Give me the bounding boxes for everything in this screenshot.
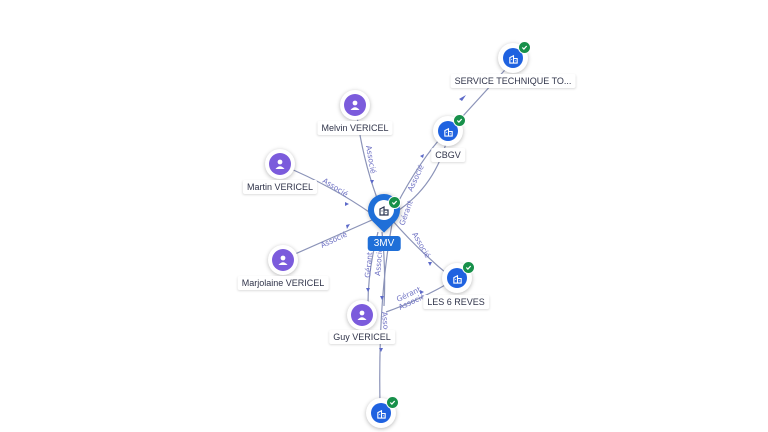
- main-node-label[interactable]: 3MV: [367, 236, 401, 251]
- edge-label-melvin: Associé: [364, 145, 378, 175]
- verified-check-icon: [386, 396, 399, 409]
- arrow-head: [380, 296, 384, 300]
- company-node-cbgv[interactable]: [433, 114, 466, 146]
- node-label-melvin: Melvin VERICEL: [317, 121, 393, 135]
- building-icon: [508, 54, 518, 64]
- arrow-head: [420, 154, 424, 158]
- arrow-head: [428, 262, 432, 266]
- person-node-guy[interactable]: [347, 300, 377, 330]
- building-icon: [452, 274, 462, 284]
- person-icon: [350, 100, 360, 110]
- company-node-reves[interactable]: [442, 261, 475, 293]
- person-node-marjolaine[interactable]: [268, 245, 298, 275]
- company-node-bottom[interactable]: [366, 396, 399, 428]
- edge-label-marjolaine: Associé: [319, 230, 349, 250]
- node-label-marjolaine: Marjolaine VERICEL: [237, 276, 329, 290]
- person-icon: [275, 159, 285, 169]
- person-node-martin[interactable]: [265, 149, 295, 179]
- edge-label-bottom: Associé: [380, 311, 391, 340]
- arrow-head: [379, 348, 383, 352]
- edge-label-guy-a: Gérant: [363, 252, 374, 279]
- node-label-service: SERVICE TECHNIQUE TO...: [450, 74, 576, 88]
- node-label-guy: Guy VERICEL: [329, 330, 395, 344]
- edge-martin-3mv: [283, 165, 373, 215]
- arrow-head: [346, 224, 350, 229]
- node-label-reves: LES 6 REVES: [423, 295, 489, 309]
- company-node-service[interactable]: [498, 41, 531, 73]
- arrow-head: [420, 290, 424, 294]
- arrow-head: [370, 180, 374, 184]
- edge-label-martin: Associé: [321, 176, 350, 199]
- arrow-head: [345, 202, 349, 206]
- verified-check-icon: [518, 41, 531, 54]
- edge-label-reves: Associé: [410, 231, 432, 260]
- verified-check-icon: [453, 114, 466, 127]
- building-icon: [376, 409, 386, 419]
- arrow-head: [459, 95, 466, 101]
- node-label-martin: Martin VERICEL: [242, 180, 318, 194]
- node-label-cbgv: CBGV: [431, 148, 465, 162]
- person-node-melvin[interactable]: [340, 90, 370, 120]
- building-icon: [443, 127, 453, 137]
- verified-check-icon: [462, 261, 475, 274]
- building-icon: [379, 206, 389, 216]
- edge-label-guy-b: Associé: [373, 247, 384, 276]
- verified-check-icon: [388, 196, 401, 209]
- person-icon: [357, 310, 367, 320]
- person-icon: [278, 255, 288, 265]
- arrow-head: [366, 288, 370, 292]
